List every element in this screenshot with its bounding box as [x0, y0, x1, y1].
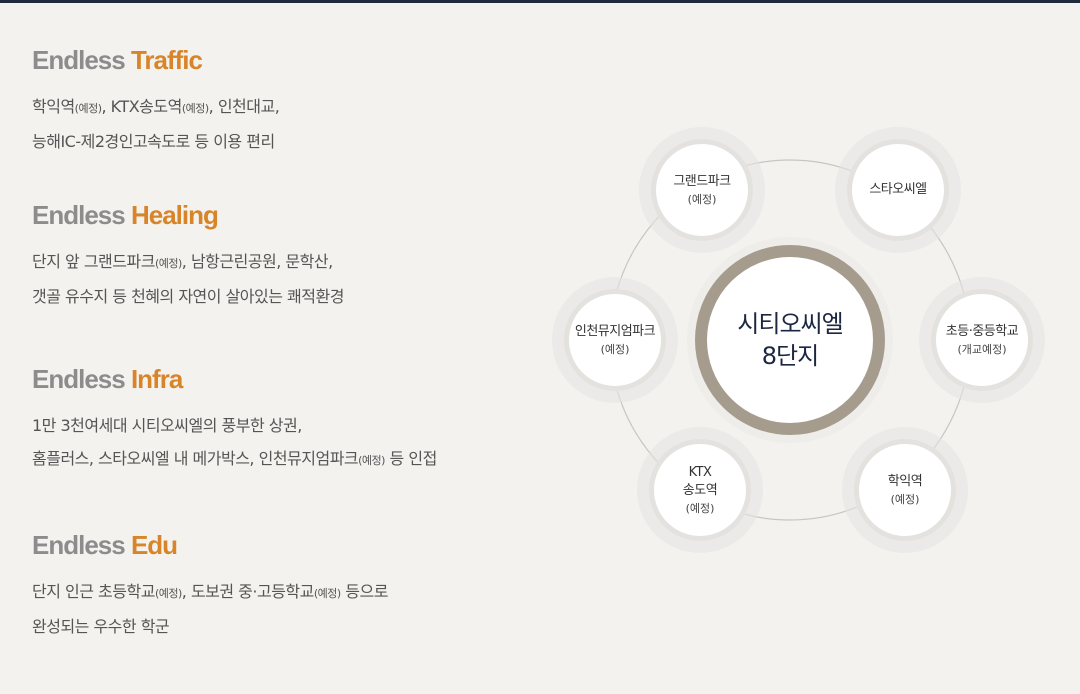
feature-description: 학익역(예정), KTX송도역(예정), 인천대교,능해IC-제2경인고속도로 …	[32, 90, 280, 158]
description-line: 1만 3천여세대 시티오씨엘의 풍부한 상권,	[32, 409, 437, 442]
text-segment: 등으로	[340, 582, 388, 601]
node-label: 초등·중등학교	[945, 323, 1019, 339]
location-node: 초등·중등학교 (개교예정)	[931, 289, 1033, 391]
text-segment: 능해IC-제2경인고속도로 등 이용 편리	[32, 132, 275, 151]
description-line: 단지 인근 초등학교(예정), 도보권 중·고등학교(예정) 등으로	[32, 575, 388, 610]
feature-description: 1만 3천여세대 시티오씨엘의 풍부한 상권, 홈플러스, 스타오씨엘 내 메가박…	[32, 409, 437, 477]
text-segment: 학익역	[32, 97, 75, 116]
heading-accent: Healing	[130, 200, 219, 230]
location-node: 스타오씨엘	[847, 139, 949, 241]
feature-section-healing: Endless Healing 단지 앞 그랜드파크(예정), 남항근린공원, 문…	[32, 200, 344, 313]
node-label: 스타오씨엘	[869, 182, 927, 197]
location-node: 학익역 (예정)	[854, 439, 956, 541]
feature-heading: Endless Traffic	[32, 45, 279, 76]
description-line: 완성되는 우수한 학군	[32, 610, 388, 643]
node-sublabel: (예정)	[687, 192, 717, 206]
feature-heading: Endless Edu	[32, 530, 388, 561]
text-segment: (예정)	[154, 587, 182, 600]
heading-prefix: Endless	[32, 200, 126, 230]
center-subtitle: 8단지	[761, 342, 819, 370]
node-label: 인천뮤지엄파크	[574, 323, 656, 339]
text-segment: 갯골 유수지 등 천혜의 자연이 살아있는 쾌적환경	[32, 287, 344, 306]
top-border	[0, 0, 1080, 3]
heading-accent: Infra	[130, 364, 183, 394]
description-line: 학익역(예정), KTX송도역(예정), 인천대교,	[32, 90, 280, 125]
text-segment: , 인천대교,	[208, 97, 280, 116]
feature-heading: Endless Infra	[32, 364, 437, 395]
text-segment: , 도보권 중·고등학교	[181, 582, 315, 601]
text-segment: 등 인접	[384, 449, 438, 468]
text-segment: (예정)	[74, 102, 102, 115]
center-title: 시티오씨엘	[737, 310, 843, 338]
node-sublabel: (예정)	[685, 501, 715, 515]
description-line: 홈플러스, 스타오씨엘 내 메가박스, 인천뮤지엄파크(예정) 등 인접	[32, 442, 437, 477]
node-label: 송도역	[682, 482, 718, 498]
text-segment: (예정)	[358, 454, 385, 467]
text-segment: , KTX송도역	[101, 97, 183, 116]
text-segment: 홈플러스, 스타오씨엘 내 메가박스, 인천뮤지엄파크	[32, 449, 359, 468]
center-complex: 시티오씨엘 8단지	[695, 245, 885, 435]
node-label: 그랜드파크	[673, 173, 731, 189]
text-segment: (예정)	[313, 587, 341, 600]
text-segment: , 남항근린공원, 문학산,	[181, 252, 333, 271]
text-segment: 1만 3천여세대 시티오씨엘의 풍부한 상권,	[32, 416, 302, 435]
node-label: 학익역	[887, 473, 923, 489]
feature-description: 단지 앞 그랜드파크(예정), 남항근린공원, 문학산, 갯골 유수지 등 천혜의…	[32, 245, 344, 313]
text-segment: (예정)	[181, 102, 209, 115]
text-segment: 단지 인근 초등학교	[32, 582, 155, 601]
node-label: KTX	[688, 464, 712, 480]
node-sublabel: (예정)	[890, 492, 920, 506]
node-sublabel: (개교예정)	[957, 342, 1007, 356]
description-line: 단지 앞 그랜드파크(예정), 남항근린공원, 문학산,	[32, 245, 344, 280]
node-sublabel: (예정)	[600, 342, 630, 356]
heading-accent: Edu	[130, 530, 178, 560]
heading-prefix: Endless	[32, 364, 126, 394]
text-segment: (예정)	[154, 257, 182, 270]
description-line: 능해IC-제2경인고속도로 등 이용 편리	[32, 125, 279, 158]
heading-accent: Traffic	[130, 45, 203, 75]
heading-prefix: Endless	[32, 45, 126, 75]
location-node: KTX 송도역 (예정)	[649, 439, 751, 541]
heading-prefix: Endless	[32, 530, 126, 560]
text-segment: 완성되는 우수한 학군	[32, 617, 170, 636]
location-node: 그랜드파크 (예정)	[651, 139, 753, 241]
location-node: 인천뮤지엄파크 (예정)	[564, 289, 666, 391]
feature-heading: Endless Healing	[32, 200, 344, 231]
description-line: 갯골 유수지 등 천혜의 자연이 살아있는 쾌적환경	[32, 280, 344, 313]
text-segment: 단지 앞 그랜드파크	[32, 252, 155, 271]
feature-section-infra: Endless Infra 1만 3천여세대 시티오씨엘의 풍부한 상권, 홈플러스…	[32, 364, 437, 477]
